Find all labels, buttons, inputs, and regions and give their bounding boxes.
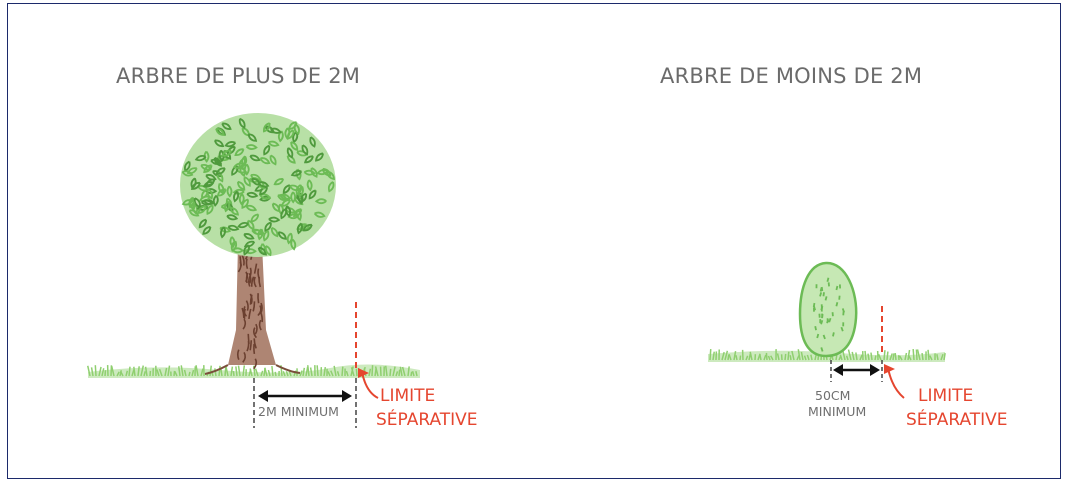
shrub (798, 261, 858, 358)
arrow-right-icon (870, 364, 880, 376)
tree-trunk (204, 244, 301, 375)
left-title: ARBRE DE PLUS DE 2M (116, 64, 361, 88)
right-title: ARBRE DE MOINS DE 2M (660, 64, 923, 88)
arrow-right-icon (342, 390, 352, 402)
tree-crown (180, 113, 336, 257)
left-limit-label-2: SÉPARATIVE (376, 410, 478, 430)
right-distance-label-1: 50CM (815, 388, 851, 403)
diagram-frame (7, 3, 1061, 479)
left-limit-label-1: LIMITE (380, 386, 436, 406)
arrow-left-icon (833, 364, 843, 376)
left-measure (253, 378, 357, 428)
left-distance-label: 2M MINIMUM (258, 404, 339, 419)
right-measure (830, 360, 883, 382)
arrow-left-icon (258, 390, 268, 402)
right-limit-label-2: SÉPARATIVE (906, 410, 1008, 430)
left-limit-arrow-icon (358, 368, 379, 399)
right-distance-label-2: MINIMUM (808, 404, 867, 419)
right-limit-arrow-icon (884, 364, 905, 399)
right-limit-label-1: LIMITE (918, 386, 974, 406)
left-grass (87, 364, 420, 378)
